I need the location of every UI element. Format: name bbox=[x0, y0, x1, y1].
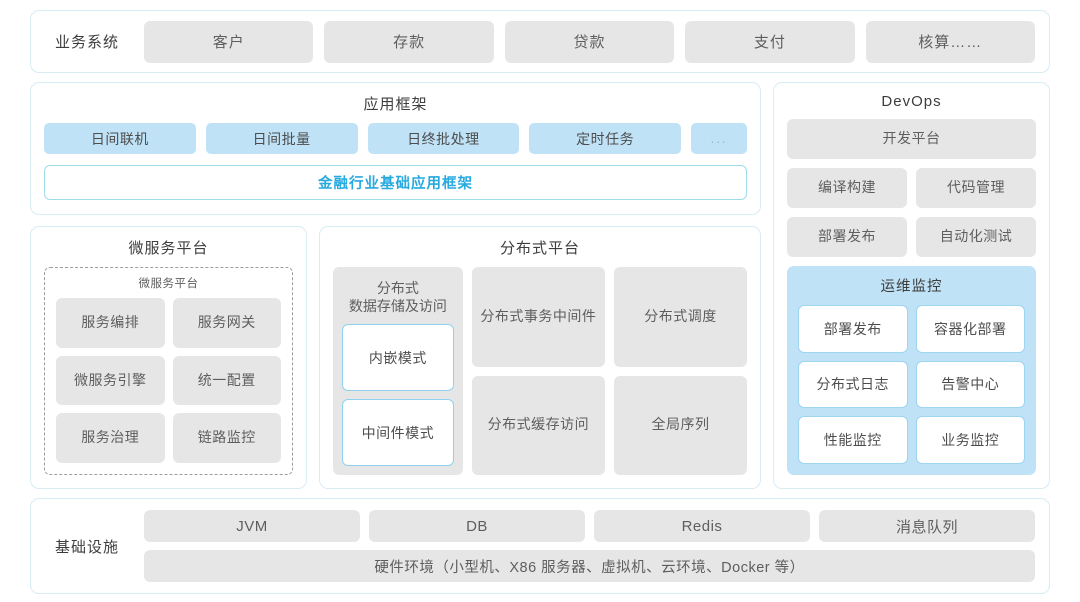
ops-monitoring-grid: 部署发布 容器化部署 分布式日志 告警中心 性能监控 业务监控 bbox=[798, 305, 1025, 464]
infrastructure-items-row: JVM DB Redis 消息队列 bbox=[144, 510, 1036, 542]
distributed-cell-transaction-middleware-line2: 事务中间件 bbox=[523, 307, 597, 324]
business-system-payment[interactable]: 支付 bbox=[685, 20, 855, 63]
application-framework-title: 应用框架 bbox=[363, 96, 428, 113]
distributed-cell-global-sequence[interactable]: 全局序列 bbox=[613, 375, 747, 475]
microservice-item-trace-monitoring[interactable]: 链路监控 bbox=[172, 413, 281, 463]
distributed-cells-grid: 分布式 事务中间件 分布式调度 分布式 缓存访问 全局序列 bbox=[471, 267, 747, 475]
business-system-customer[interactable]: 客户 bbox=[144, 20, 314, 63]
distributed-cell-scheduling[interactable]: 分布式调度 bbox=[613, 267, 747, 367]
devops-development-platform[interactable]: 开发平台 bbox=[787, 119, 1036, 159]
infrastructure-panel: 基础设施 JVM DB Redis 消息队列 硬件环境（小型机、X86 服务器、… bbox=[30, 498, 1050, 594]
devops-title: DevOps bbox=[881, 93, 942, 110]
devops-item-deploy-release[interactable]: 部署发布 bbox=[787, 217, 907, 257]
distributed-storage-card[interactable]: 分布式 数据存储及访问 内嵌模式 中间件模式 bbox=[333, 267, 463, 475]
distributed-platform-body: 分布式 数据存储及访问 内嵌模式 中间件模式 分布式 事务中间件 bbox=[333, 267, 747, 475]
ops-item-performance-monitoring[interactable]: 性能监控 bbox=[798, 416, 908, 464]
microservice-item-orchestration[interactable]: 服务编排 bbox=[56, 298, 165, 348]
business-system-deposit[interactable]: 存款 bbox=[324, 20, 494, 63]
devops-panel: DevOps 开发平台 编译构建 代码管理 部署发布 自动化测试 运维监控 部署… bbox=[773, 82, 1050, 489]
business-system-accounting[interactable]: 核算…… bbox=[865, 20, 1035, 63]
app-framework-item-daytime-batch[interactable]: 日间批量 bbox=[205, 123, 358, 154]
base-application-framework[interactable]: 金融行业基础应用框架 bbox=[44, 165, 747, 200]
infrastructure-item-message-queue[interactable]: 消息队列 bbox=[819, 510, 1036, 542]
microservice-item-engine[interactable]: 微服务引擎 bbox=[56, 355, 165, 406]
middle-section: 应用框架 日间联机 日间批量 日终批处理 定时任务 ... 金融行业基础应用框架… bbox=[30, 82, 1050, 489]
ops-monitoring-title: 运维监控 bbox=[880, 279, 943, 295]
distributed-storage-title-line1: 分布式 bbox=[376, 280, 419, 296]
distributed-cell-cache-access-line1: 分布式 bbox=[487, 416, 532, 433]
infrastructure-item-jvm[interactable]: JVM bbox=[144, 510, 361, 542]
microservice-platform-title: 微服务平台 bbox=[128, 240, 209, 257]
infrastructure-item-db[interactable]: DB bbox=[369, 510, 586, 542]
distributed-storage-column: 分布式 数据存储及访问 内嵌模式 中间件模式 bbox=[333, 267, 463, 475]
ops-monitoring-panel: 运维监控 部署发布 容器化部署 分布式日志 告警中心 性能监控 业务监控 bbox=[787, 266, 1036, 475]
devops-pair-row-2: 部署发布 自动化测试 bbox=[787, 217, 1036, 257]
devops-item-automated-testing[interactable]: 自动化测试 bbox=[916, 217, 1036, 257]
application-framework-items: 日间联机 日间批量 日终批处理 定时任务 ... bbox=[44, 123, 747, 154]
distributed-storage-title-line2: 数据存储及访问 bbox=[348, 298, 447, 315]
business-system-loan[interactable]: 贷款 bbox=[504, 20, 675, 63]
application-framework-panel: 应用框架 日间联机 日间批量 日终批处理 定时任务 ... 金融行业基础应用框架 bbox=[30, 82, 761, 215]
microservice-platform-panel: 微服务平台 微服务平台 服务编排 服务网关 微服务引擎 统一配置 服务治理 链路… bbox=[30, 226, 307, 489]
microservice-item-unified-config[interactable]: 统一配置 bbox=[172, 355, 281, 406]
devops-column: DevOps 开发平台 编译构建 代码管理 部署发布 自动化测试 运维监控 部署… bbox=[773, 82, 1050, 489]
devops-item-compile-build[interactable]: 编译构建 bbox=[787, 168, 907, 208]
infrastructure-hardware-environment[interactable]: 硬件环境（小型机、X86 服务器、虚拟机、云环境、Docker 等） bbox=[144, 550, 1035, 582]
platform-column: 应用框架 日间联机 日间批量 日终批处理 定时任务 ... 金融行业基础应用框架… bbox=[30, 82, 761, 489]
microservice-inner-dashed-box: 微服务平台 服务编排 服务网关 微服务引擎 统一配置 服务治理 链路监控 bbox=[44, 267, 293, 475]
infrastructure-item-redis[interactable]: Redis bbox=[594, 510, 811, 542]
business-systems-panel: 业务系统 客户 存款 贷款 支付 核算…… bbox=[30, 10, 1050, 73]
ops-item-deploy-release[interactable]: 部署发布 bbox=[798, 305, 908, 353]
ops-item-containerized-deployment[interactable]: 容器化部署 bbox=[915, 305, 1025, 353]
platforms-row: 微服务平台 微服务平台 服务编排 服务网关 微服务引擎 统一配置 服务治理 链路… bbox=[30, 226, 761, 489]
infrastructure-label: 基础设施 bbox=[55, 538, 120, 556]
ops-item-business-monitoring[interactable]: 业务监控 bbox=[915, 416, 1025, 464]
distributed-cell-cache-access-line2: 缓存访问 bbox=[531, 416, 590, 433]
distributed-platform-title: 分布式平台 bbox=[499, 240, 580, 257]
distributed-cell-transaction-middleware[interactable]: 分布式 事务中间件 bbox=[471, 267, 605, 367]
microservice-inner-title: 微服务平台 bbox=[138, 278, 199, 290]
microservice-item-gateway[interactable]: 服务网关 bbox=[172, 298, 281, 348]
microservice-item-governance[interactable]: 服务治理 bbox=[56, 413, 165, 463]
distributed-cell-transaction-middleware-line1: 分布式 bbox=[480, 307, 524, 324]
app-framework-more-icon[interactable]: ... bbox=[691, 123, 747, 154]
app-framework-item-eod-batch[interactable]: 日终批处理 bbox=[367, 123, 520, 154]
distributed-storage-title: 分布式 数据存储及访问 bbox=[342, 275, 454, 324]
distributed-platform-panel: 分布式平台 分布式 数据存储及访问 内嵌模式 中间件模式 bbox=[319, 226, 761, 489]
ops-item-alert-center[interactable]: 告警中心 bbox=[915, 360, 1025, 409]
storage-mode-embedded[interactable]: 内嵌模式 bbox=[342, 324, 454, 392]
devops-item-code-management[interactable]: 代码管理 bbox=[916, 168, 1036, 208]
app-framework-item-scheduled-task[interactable]: 定时任务 bbox=[529, 123, 681, 154]
microservice-items-grid: 服务编排 服务网关 微服务引擎 统一配置 服务治理 链路监控 bbox=[56, 298, 281, 463]
business-systems-label: 业务系统 bbox=[55, 34, 120, 51]
infrastructure-content: JVM DB Redis 消息队列 硬件环境（小型机、X86 服务器、虚拟机、云… bbox=[144, 510, 1036, 582]
distributed-cell-cache-access[interactable]: 分布式 缓存访问 bbox=[471, 375, 605, 475]
app-framework-item-daytime-online[interactable]: 日间联机 bbox=[44, 123, 196, 154]
storage-mode-middleware[interactable]: 中间件模式 bbox=[342, 399, 454, 466]
devops-pair-row-1: 编译构建 代码管理 bbox=[787, 168, 1036, 208]
ops-item-distributed-logging[interactable]: 分布式日志 bbox=[798, 360, 908, 409]
